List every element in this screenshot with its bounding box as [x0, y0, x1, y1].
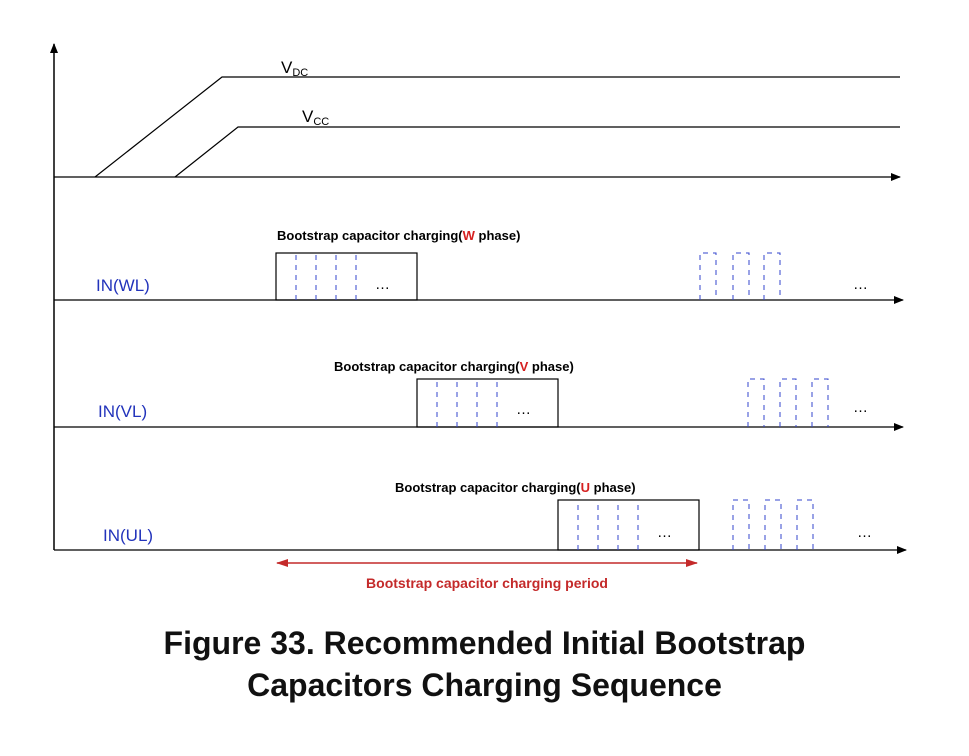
ul-ellipsis-end: … [857, 524, 872, 541]
vl-charging-pulse [416, 378, 559, 428]
wl-ellipsis: … [375, 276, 390, 293]
wl-charging-title: Bootstrap capacitor charging(W phase) [277, 228, 520, 243]
wl-charging-pulse [275, 252, 418, 301]
vcc-label: VCC [302, 107, 329, 128]
vdc-label: VDC [281, 58, 308, 79]
vdc-waveform [94, 76, 900, 178]
vl-dashed-pulses [436, 379, 498, 427]
ul-later-pulses [732, 499, 814, 550]
figure-caption: Figure 33. Recommended Initial Bootstrap… [0, 622, 969, 706]
timing-diagram: VDC VCC IN(WL) Bootstrap capacitor charg… [50, 43, 907, 591]
vl-later-pulses [747, 378, 829, 427]
ul-signal-label: IN(UL) [103, 526, 153, 545]
vcc-waveform [174, 126, 900, 178]
wl-ellipsis-end: … [853, 276, 868, 293]
ul-charging-pulse [557, 499, 700, 551]
vl-signal-label: IN(VL) [98, 402, 147, 421]
vl-ellipsis-end: … [853, 399, 868, 416]
vl-ellipsis: … [516, 401, 531, 418]
caption-line-1: Figure 33. Recommended Initial Bootstrap [163, 625, 806, 661]
vl-charging-title: Bootstrap capacitor charging(V phase) [334, 359, 574, 374]
ul-charging-title: Bootstrap capacitor charging(U phase) [395, 480, 636, 495]
wl-signal-label: IN(WL) [96, 276, 150, 295]
ul-dashed-pulses [577, 500, 639, 550]
charging-period-label: Bootstrap capacitor charging period [366, 575, 608, 591]
wl-later-pulses [699, 252, 781, 300]
wl-dashed-pulses [295, 253, 357, 300]
caption-line-2: Capacitors Charging Sequence [247, 667, 722, 703]
ul-ellipsis: … [657, 524, 672, 541]
